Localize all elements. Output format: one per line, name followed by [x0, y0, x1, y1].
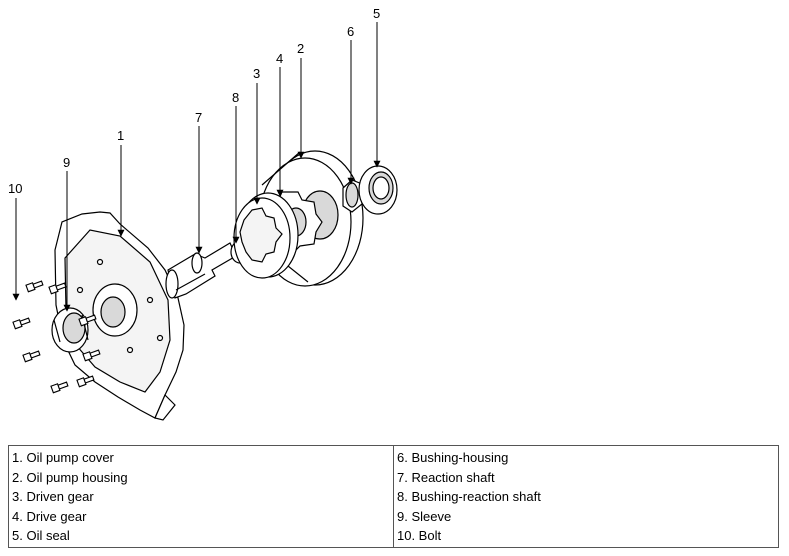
legend-column-left: 1. Oil pump cover 2. Oil pump housing 3.… — [9, 446, 393, 547]
legend-item-bolt: 10. Bolt — [397, 528, 442, 544]
legend-column-right: 6. Bushing-housing 7. Reaction shaft 8. … — [393, 446, 778, 547]
bolt — [78, 314, 97, 327]
callout-4: 4 — [276, 51, 283, 66]
bolt — [50, 381, 69, 394]
bolts — [12, 280, 101, 394]
callout-1: 1 — [117, 128, 124, 143]
legend-item-reaction-shaft: 7. Reaction shaft — [397, 469, 495, 485]
bolt — [76, 375, 95, 388]
callout-9: 9 — [63, 155, 70, 170]
legend-item-driven-gear: 3. Driven gear — [12, 489, 94, 505]
legend-item-oil-pump-cover: 1. Oil pump cover — [12, 450, 114, 465]
callout-2: 2 — [297, 41, 304, 56]
callout-6: 6 — [347, 24, 354, 39]
legend-item-sleeve: 9. Sleeve — [397, 508, 452, 524]
reaction-shaft — [165, 242, 237, 299]
bolt — [22, 350, 41, 363]
bolt — [25, 280, 44, 293]
callout-10: 10 — [8, 181, 22, 196]
bolt — [82, 349, 101, 362]
legend-item-bushing-reaction-shaft: 8. Bushing-reaction shaft — [397, 489, 541, 505]
bolt — [48, 282, 67, 295]
callout-3: 3 — [253, 66, 260, 81]
sleeve — [51, 307, 89, 353]
oil-seal — [358, 165, 398, 215]
leader-lines — [12, 22, 381, 312]
exploded-view-diagram: 1 2 3 4 5 6 7 8 9 10 — [8, 6, 398, 421]
bushing-housing — [342, 179, 363, 213]
callout-5: 5 — [373, 6, 380, 21]
legend-item-drive-gear: 4. Drive gear — [12, 508, 87, 524]
parts-legend-table: 1. Oil pump cover 2. Oil pump housing 3.… — [8, 445, 779, 548]
legend-item-bushing-housing: 6. Bushing-housing — [397, 450, 509, 465]
callout-7: 7 — [195, 110, 202, 125]
bolt — [12, 317, 31, 330]
legend-item-oil-pump-housing: 2. Oil pump housing — [12, 469, 128, 485]
callout-8: 8 — [232, 90, 239, 105]
legend-item-oil-seal: 5. Oil seal — [12, 528, 70, 544]
driven-gear — [233, 192, 299, 279]
